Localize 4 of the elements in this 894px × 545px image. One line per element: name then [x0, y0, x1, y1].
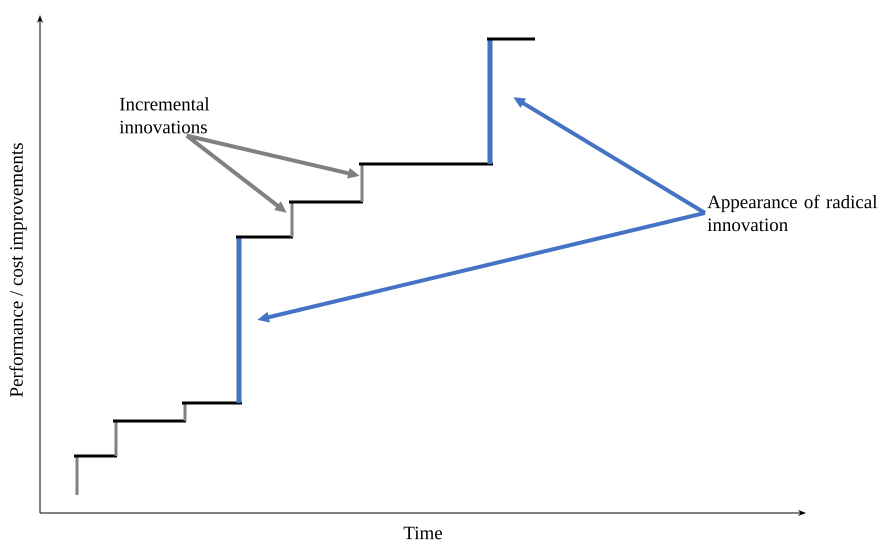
axis-label: Time: [404, 526, 442, 540]
annotation-text: Appearance of radical innovation: [707, 194, 878, 232]
annotation-text: Incremental innovations: [120, 97, 210, 134]
axis-label: Performance / cost improvements: [9, 143, 27, 397]
